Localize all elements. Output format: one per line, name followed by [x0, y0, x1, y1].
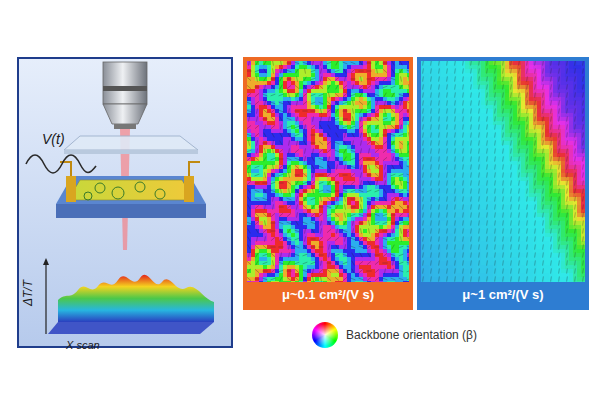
legend-text: Backbone orientation (β) — [346, 328, 477, 342]
orientation-map — [421, 61, 586, 286]
sine-wave — [26, 155, 96, 173]
orientation-map — [247, 61, 412, 286]
glass-plate — [64, 136, 198, 150]
axis-label: ΔT/T — [21, 280, 35, 306]
transistor-device — [56, 162, 206, 218]
mobility-panel: μ~1 cm²/(V s) — [417, 57, 589, 310]
surface-plot — [43, 258, 214, 336]
legend-row: Backbone orientation (β) — [312, 322, 477, 348]
color-wheel — [312, 322, 338, 348]
mobility-label: μ~1 cm²/(V s) — [462, 287, 543, 302]
label-holder: V(t) — [42, 130, 65, 148]
label-band: μ~1 cm²/(V s) — [421, 282, 585, 306]
axis-label: X scan — [66, 339, 100, 351]
axis-label: V(t) — [42, 131, 65, 147]
label-holder: ΔT/T — [18, 280, 36, 306]
setup-panel — [18, 58, 232, 347]
label-band: μ~0.1 cm²/(V s) — [247, 282, 409, 306]
mobility-panel: μ~0.1 cm²/(V s) — [243, 57, 413, 310]
microscope-objective — [103, 62, 147, 129]
orientation-ticks — [246, 60, 583, 281]
mobility-label: μ~0.1 cm²/(V s) — [282, 287, 374, 302]
glass-edge — [64, 150, 198, 154]
label-holder: X scan — [66, 335, 100, 353]
